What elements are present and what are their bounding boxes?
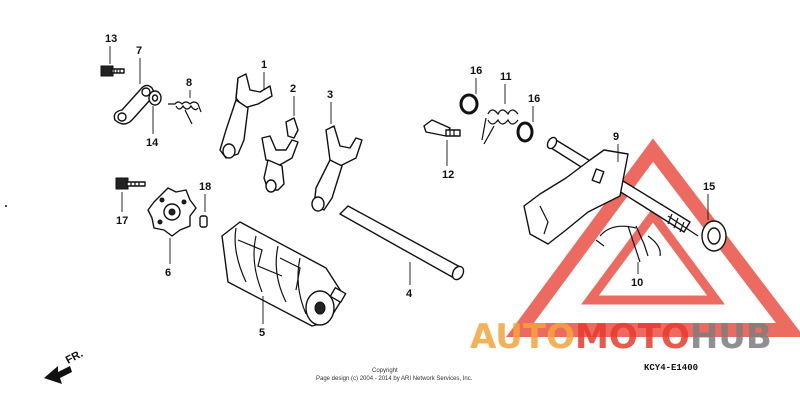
part-number-3: 3 bbox=[327, 89, 333, 101]
copyright-line-1: Copyright bbox=[372, 368, 398, 374]
part-number-10: 10 bbox=[631, 277, 643, 289]
part-number-14: 14 bbox=[146, 137, 159, 149]
part-number-11: 11 bbox=[500, 71, 512, 83]
washer-14-part[interactable] bbox=[148, 90, 162, 106]
return-spring-10-part[interactable] bbox=[595, 225, 661, 263]
shift-fork-1-part[interactable] bbox=[219, 73, 273, 159]
spring-11-part[interactable] bbox=[481, 109, 519, 145]
watermark-moto: MOTO bbox=[575, 317, 690, 357]
front-label: FR. bbox=[64, 348, 85, 367]
copyright-line-2: Page design (c) 2004 - 2014 by ARI Netwo… bbox=[316, 376, 473, 382]
part-number-5: 5 bbox=[259, 327, 265, 339]
part-number-8: 8 bbox=[186, 77, 192, 89]
shift-drum-5-part[interactable] bbox=[221, 221, 347, 327]
stopper-arm-7-part[interactable] bbox=[113, 84, 155, 125]
diagram-code: KCY4-E1400 bbox=[644, 363, 698, 373]
part-number-4: 4 bbox=[406, 288, 413, 300]
part-number-12: 12 bbox=[442, 169, 454, 181]
svg-text:AUTOMOTOHUB: AUTOMOTOHUB bbox=[470, 317, 772, 357]
circlip-16b-part[interactable] bbox=[516, 121, 534, 143]
watermark-triangle-logo bbox=[506, 138, 800, 337]
part-number-16b: 16 bbox=[528, 93, 540, 105]
circlip-16a-part[interactable] bbox=[459, 93, 479, 115]
drum-center-6-part[interactable] bbox=[147, 187, 197, 237]
oil-seal-15-part[interactable] bbox=[701, 220, 727, 252]
front-direction-arrow-icon bbox=[44, 366, 72, 384]
bolt-13-part[interactable] bbox=[100, 65, 125, 77]
shift-spindle-9-part[interactable] bbox=[523, 136, 699, 245]
part-number-16a: 16 bbox=[470, 65, 482, 77]
part-number-17: 17 bbox=[116, 215, 128, 227]
part-number-15: 15 bbox=[703, 181, 715, 193]
shift-fork-2-part[interactable] bbox=[261, 117, 299, 193]
watermark-auto: AUTO bbox=[470, 317, 575, 357]
bolt-17-part[interactable] bbox=[115, 177, 146, 190]
part-number-18: 18 bbox=[199, 181, 211, 193]
part-number-6: 6 bbox=[165, 267, 171, 279]
part-number-1: 1 bbox=[261, 59, 267, 71]
part-number-13: 13 bbox=[105, 33, 117, 45]
bolt-12-part[interactable] bbox=[423, 119, 461, 137]
part-number-7: 7 bbox=[136, 45, 142, 57]
watermark-text: AUTOMOTOHUB bbox=[470, 317, 772, 357]
fork-shaft-4-part[interactable] bbox=[339, 205, 466, 282]
part-number-2: 2 bbox=[290, 83, 296, 95]
spring-8-part[interactable] bbox=[168, 101, 202, 125]
part-number-9: 9 bbox=[613, 131, 619, 143]
shift-fork-3-part[interactable] bbox=[311, 125, 363, 212]
dowel-pin-18-part[interactable] bbox=[199, 215, 208, 228]
watermark-hub: HUB bbox=[690, 317, 772, 357]
